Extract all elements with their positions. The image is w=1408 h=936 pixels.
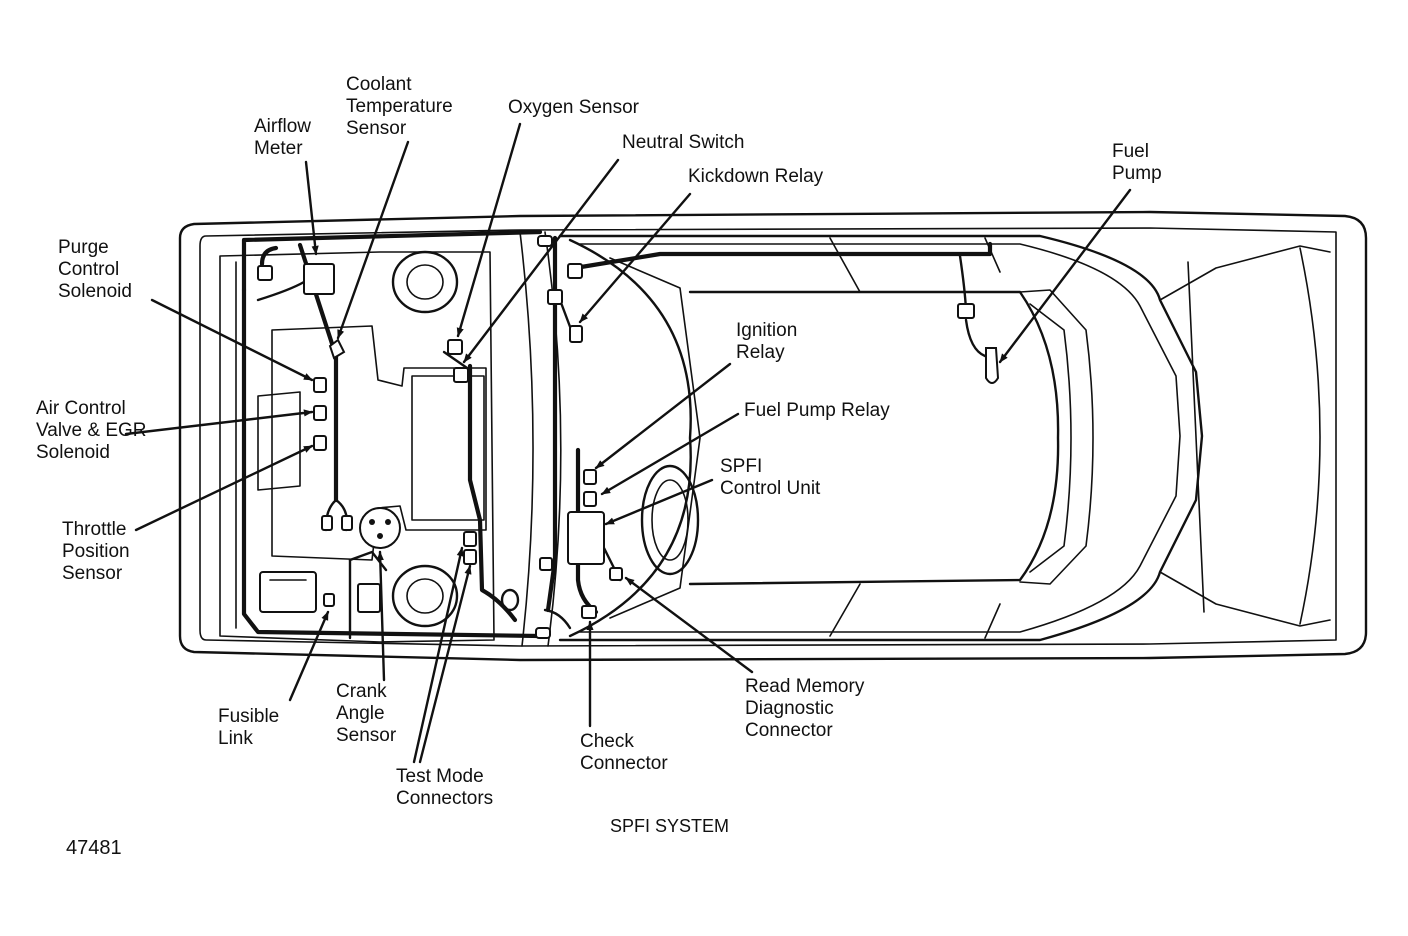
crank-angle-sensor-unit <box>359 507 401 549</box>
battery <box>259 571 317 613</box>
harness-clip-a <box>535 627 551 639</box>
label-fuel-pump: Fuel Pump <box>1112 141 1162 184</box>
label-kickdown-relay: Kickdown Relay <box>688 166 824 187</box>
label-test-mode-connectors: Test Mode Connectors <box>396 766 493 809</box>
arrow-fuel-pump <box>998 188 1132 364</box>
harness-clip-c <box>539 557 553 571</box>
firewall-connector-top <box>547 289 563 305</box>
harness-clip-b <box>537 235 553 247</box>
arrow-test-mode-2 <box>418 564 472 764</box>
arrow-ignition-relay <box>594 362 732 470</box>
label-spfi-control-unit: SPFI Control Unit <box>720 456 821 499</box>
label-air-control-valve-egr-solenoid: Air Control Valve & EGR Solenoid <box>36 398 152 463</box>
arrow-oxygen-sensor <box>456 122 522 338</box>
figure-number: 47481 <box>66 837 122 859</box>
label-fuel-pump-relay: Fuel Pump Relay <box>744 400 890 421</box>
leader-arrows <box>124 122 1132 764</box>
label-neutral-switch: Neutral Switch <box>622 132 745 153</box>
throttle-position-connector <box>313 435 327 451</box>
air-control-valve-connector <box>313 405 327 421</box>
arrow-test-mode-1 <box>412 546 464 764</box>
arrow-air-control-valve <box>124 409 314 436</box>
label-read-memory-diagnostic-connector: Read Memory Diagnostic Connector <box>745 676 870 741</box>
rear-harness-connector <box>957 303 975 319</box>
label-check-connector: Check Connector <box>580 731 668 774</box>
diagram-caption: SPFI SYSTEM <box>610 816 729 836</box>
kickdown-relay-connector <box>569 325 583 343</box>
label-ignition-relay: Ignition Relay <box>736 320 803 363</box>
arrow-spfi-control-unit <box>604 478 714 526</box>
arrow-throttle-position <box>134 444 314 532</box>
fuel-pump-relay-connector <box>583 491 597 507</box>
test-mode-connector-2 <box>463 549 477 565</box>
component-labels: Airflow Meter Coolant Temperature Sensor… <box>36 74 1162 809</box>
label-coolant-temperature-sensor: Coolant Temperature Sensor <box>346 74 458 139</box>
label-oxygen-sensor: Oxygen Sensor <box>508 97 640 118</box>
airflow-meter-unit <box>303 263 335 295</box>
spfi-control-unit-box <box>567 511 605 565</box>
label-crank-angle-sensor: Crank Angle Sensor <box>336 681 397 746</box>
check-connector-unit <box>581 605 597 619</box>
arrow-coolant-sensor <box>336 140 410 340</box>
arrow-fusible-link <box>288 610 330 702</box>
arrow-read-memory <box>624 576 754 674</box>
label-airflow-meter: Airflow Meter <box>254 116 316 159</box>
purge-control-connector <box>313 377 327 393</box>
arrow-neutral-switch <box>462 158 620 364</box>
arrow-kickdown-relay <box>578 192 692 324</box>
fuse-connector-b <box>341 515 353 531</box>
purge-solenoid-small <box>257 265 273 281</box>
label-purge-control-solenoid: Purge Control Solenoid <box>58 237 132 302</box>
arrow-crank-angle-sensor <box>376 550 386 682</box>
test-mode-connector-1 <box>463 531 477 547</box>
washer-tank <box>357 583 381 613</box>
harness-connector-top <box>567 263 583 279</box>
arrow-purge-control <box>150 298 314 382</box>
neutral-switch-connector <box>453 367 469 383</box>
arrow-airflow-meter <box>304 160 319 256</box>
harness-grommet <box>500 588 520 612</box>
coolant-sensor-unit <box>328 338 346 360</box>
label-throttle-position-sensor: Throttle Position Sensor <box>62 519 135 584</box>
ignition-relay-connector <box>583 469 597 485</box>
components <box>257 235 1000 639</box>
oxygen-sensor-connector <box>447 339 463 355</box>
fusible-link-unit <box>323 593 335 607</box>
arrow-fuel-pump-relay <box>600 412 740 496</box>
fuse-connector-a <box>321 515 333 531</box>
label-fusible-link: Fusible Link <box>218 706 285 749</box>
vehicle-body-outline <box>178 210 1368 662</box>
read-memory-connector <box>609 567 623 581</box>
fuel-pump-unit <box>985 347 1000 384</box>
